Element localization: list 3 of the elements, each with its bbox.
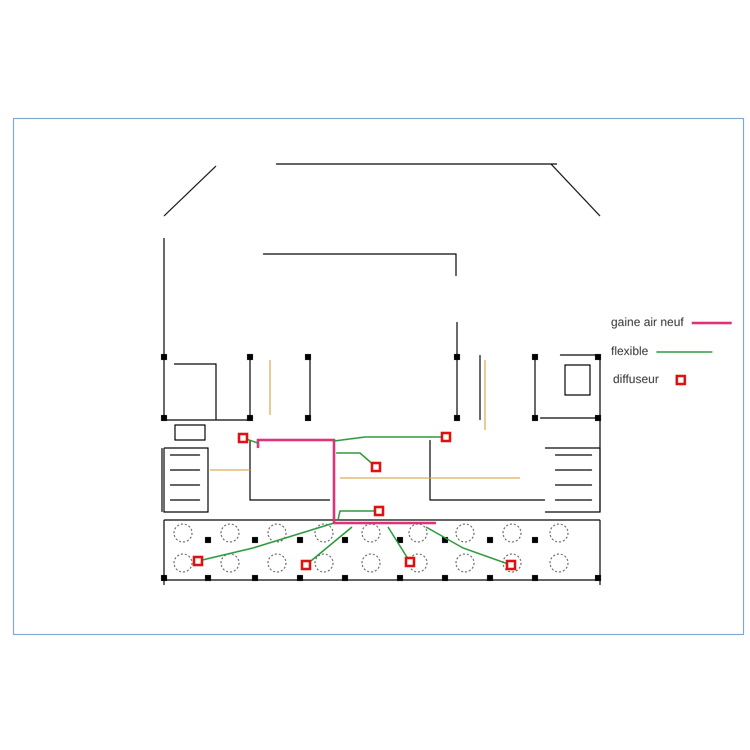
legend-label: gaine air neuf: [611, 315, 684, 329]
legend-label: diffuseur: [613, 372, 659, 386]
legend-label: flexible: [611, 344, 648, 358]
